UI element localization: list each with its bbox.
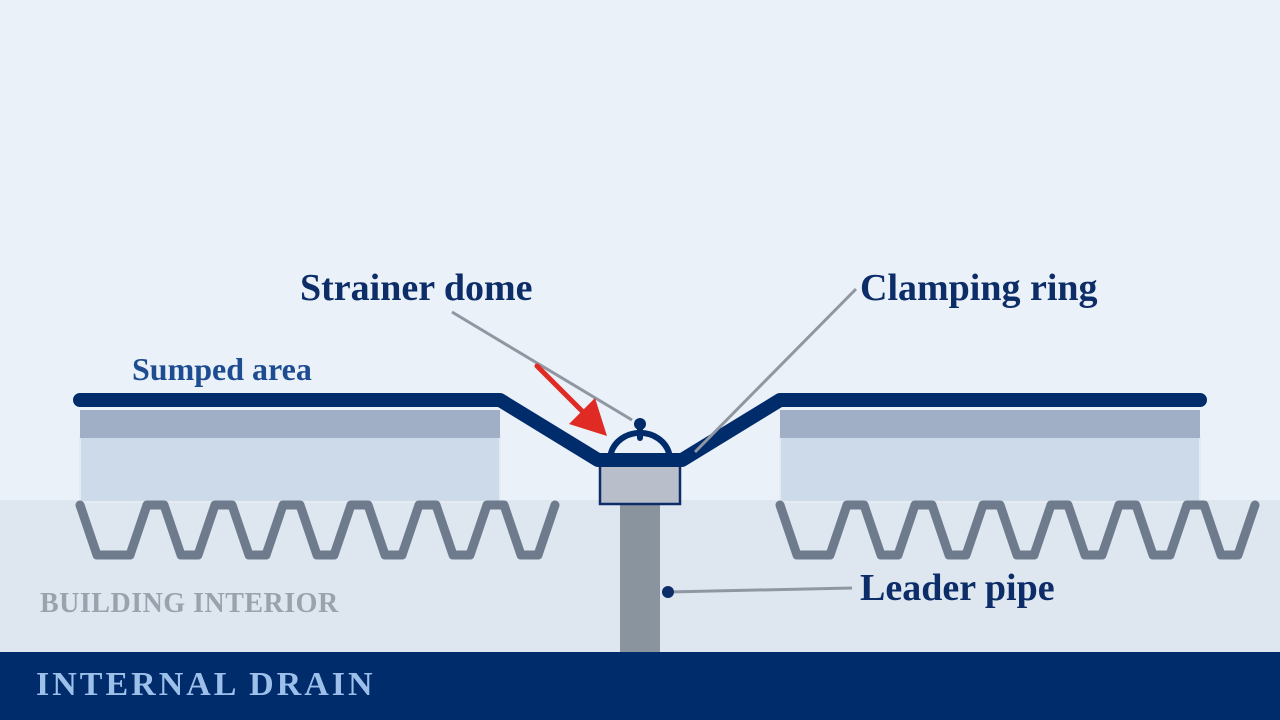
insulation-left bbox=[79, 435, 501, 503]
strainer-dome-knob bbox=[634, 418, 646, 430]
strainer-dome-leader-line bbox=[451, 310, 633, 422]
leader-pipe-pointer-dot bbox=[662, 586, 674, 598]
cover-board-left bbox=[80, 410, 500, 438]
drain-body bbox=[598, 462, 682, 506]
clamping-ring-label: Clamping ring bbox=[860, 267, 1098, 309]
water-flow-arrow-icon bbox=[569, 398, 607, 436]
metal-deck-right bbox=[775, 500, 1260, 560]
diagram-title: INTERNAL DRAIN bbox=[36, 666, 376, 703]
roof-membrane bbox=[73, 393, 1207, 467]
leader-pipe-leader-line bbox=[667, 586, 853, 594]
leader-pipe-label: Leader pipe bbox=[860, 567, 1055, 609]
title-bar bbox=[0, 652, 1280, 720]
leader-pipe bbox=[620, 502, 660, 652]
cover-board-right bbox=[780, 410, 1200, 438]
insulation-right bbox=[779, 435, 1201, 503]
metal-deck-left bbox=[75, 500, 560, 560]
water-flow-arrow-shaft bbox=[534, 363, 589, 418]
strainer-dome-label: Strainer dome bbox=[300, 267, 533, 309]
clamping-ring-leader-line bbox=[693, 287, 858, 454]
sumped-area-label: Sumped area bbox=[132, 351, 312, 387]
building-interior-label: BUILDING INTERIOR bbox=[40, 588, 339, 619]
